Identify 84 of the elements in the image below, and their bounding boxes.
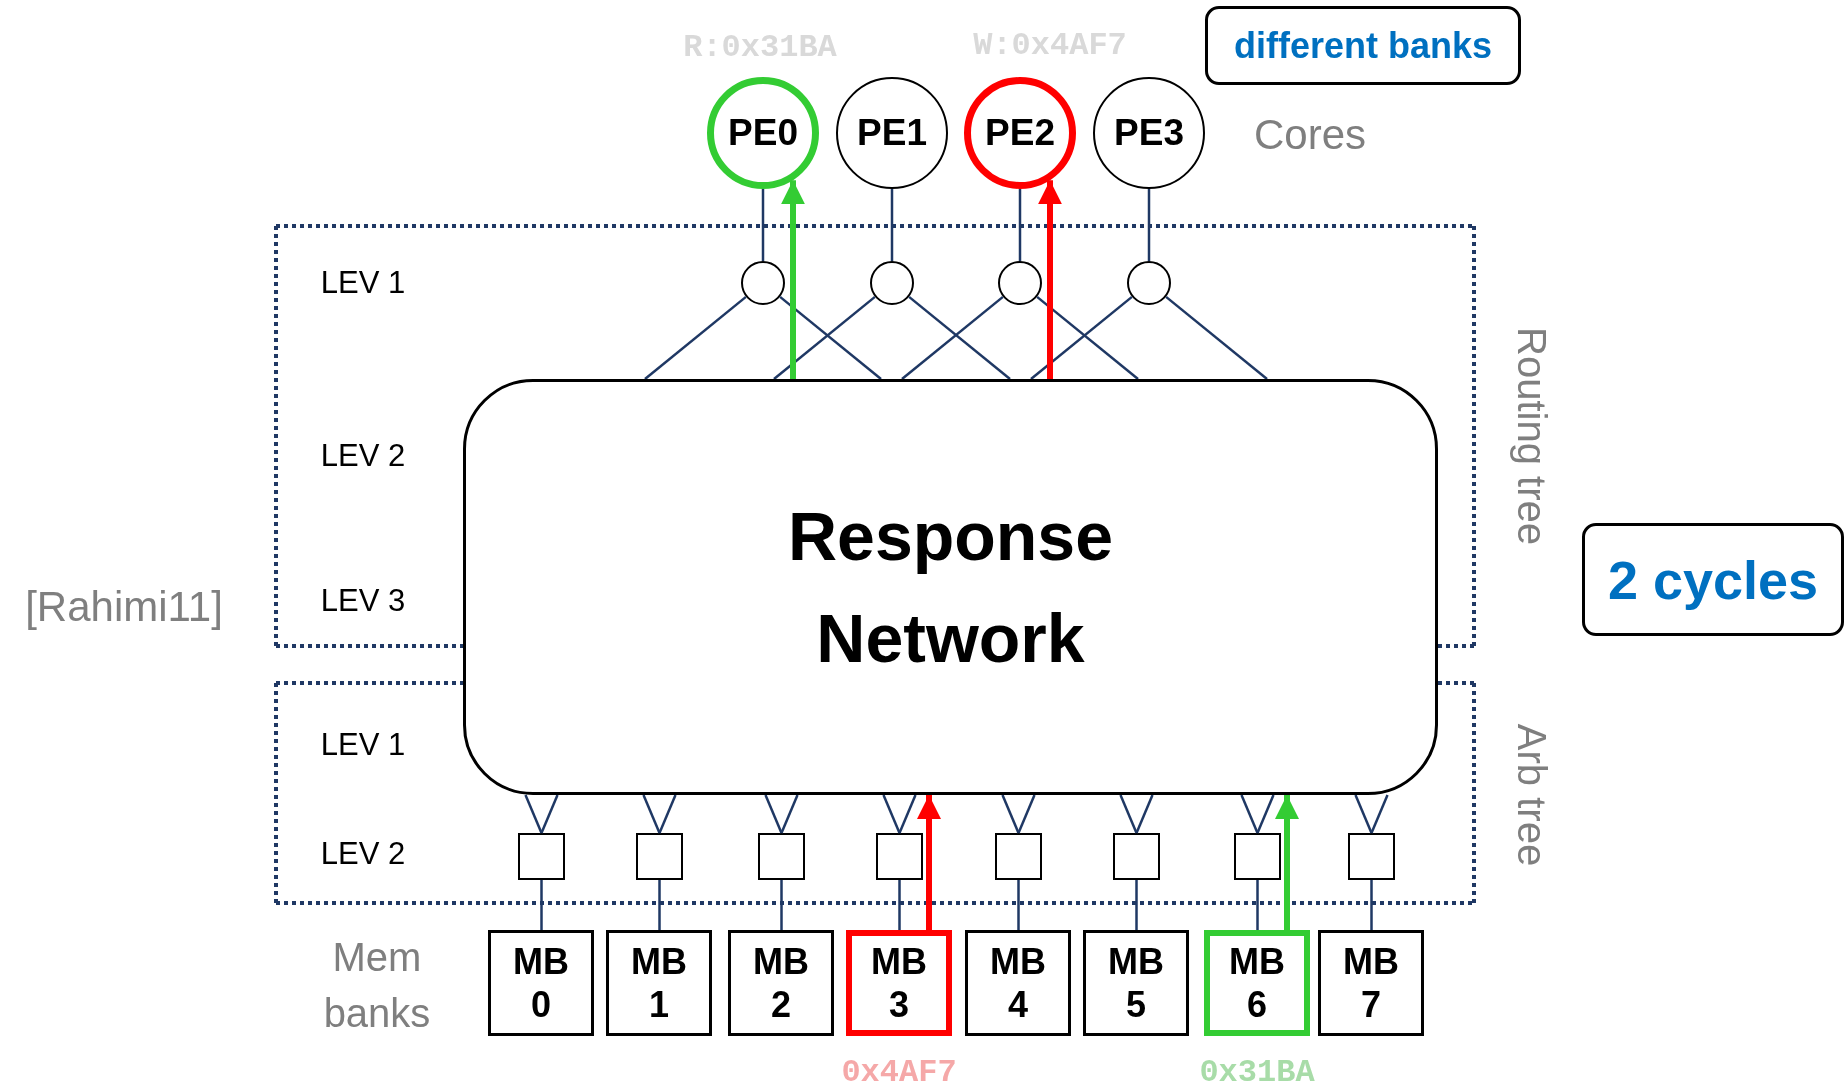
router-circle [998,261,1042,305]
connector-line [1256,880,1259,930]
core-label: PE0 [728,112,798,154]
arbiter-box [995,833,1042,880]
memory-bank-box [606,930,712,1036]
memory-bank-box [846,930,952,1036]
connector-line [642,794,661,834]
arbiter-box [758,833,805,880]
level-label: LEV 1 [320,265,406,301]
bank-label: MB 6 [1228,939,1286,1027]
callout-text: different banks [1233,24,1492,67]
arbiter-box [876,833,923,880]
connector-line [890,189,894,261]
arbiter-box [518,833,565,880]
connector-line [1240,794,1259,834]
bank-label: MB 1 [630,939,688,1027]
arrow [917,795,941,930]
level-label: LEV 2 [320,438,406,474]
connector-line [658,880,661,930]
tree-title: Arb tree [1509,723,1554,867]
connector-line [1147,189,1151,261]
citation: [Rahimi11] [25,583,223,631]
connector-line [658,794,677,834]
callout-box [1205,6,1521,85]
memory-bank-box [1083,930,1189,1036]
arbiter-box [1348,833,1395,880]
connector-line [524,794,543,834]
connector-line [1017,880,1020,930]
connector-line [761,189,765,261]
router-circle [741,261,785,305]
core-label: PE1 [857,112,927,154]
core-label: PE2 [985,112,1055,154]
address-label: 0x31BA [1199,1053,1315,1088]
group-label: Cores [1254,111,1366,159]
arrow [781,180,805,379]
connector-line [644,295,747,380]
connector-line [780,794,799,834]
connector-line [1119,794,1138,834]
address-label: 0x4AF7 [841,1053,957,1088]
memory-bank-box [728,930,834,1036]
connector-line [1354,794,1373,834]
connector-line [1017,794,1036,834]
bank-label: MB 5 [1107,939,1165,1027]
arrow [1038,180,1062,379]
level-label: LEV 1 [320,727,406,763]
group-label: Mem banks [322,934,432,1037]
connector-line [1370,794,1389,834]
tree-title: Routing tree [1509,327,1554,545]
arbiter-box [1113,833,1160,880]
connector-line [1018,189,1022,261]
bank-label: MB 2 [752,939,810,1027]
arbiter-box [636,833,683,880]
arbiter-box [1234,833,1281,880]
router-circle [870,261,914,305]
memory-bank-box [488,930,594,1036]
level-label: LEV 3 [320,583,406,619]
bank-label: MB 0 [512,939,570,1027]
network-title: Response Network [787,497,1114,678]
network-box [463,379,1438,795]
connector-line [898,880,901,930]
connector-line [540,794,559,834]
connector-line [1165,295,1268,380]
bank-label: MB 4 [989,939,1047,1027]
callout-text: 2 cycles [1607,548,1819,611]
connector-line [1256,794,1275,834]
connector-line [780,880,783,930]
router-circle [1127,261,1171,305]
memory-bank-box [965,930,1071,1036]
arrow [1275,795,1299,930]
connector-line [764,794,783,834]
connector-line [1001,794,1020,834]
memory-bank-box [1204,930,1310,1036]
connector-line [898,794,917,834]
memory-bank-box [1318,930,1424,1036]
callout-box [1582,523,1844,636]
connector-line [1135,794,1154,834]
connector-line [882,794,901,834]
core-label: PE3 [1114,112,1184,154]
connector-line [540,880,543,930]
level-label: LEV 2 [320,836,406,872]
connector-line [1135,880,1138,930]
bank-label: MB 3 [870,939,928,1027]
bank-label: MB 7 [1342,939,1400,1027]
connector-line [1370,880,1373,930]
